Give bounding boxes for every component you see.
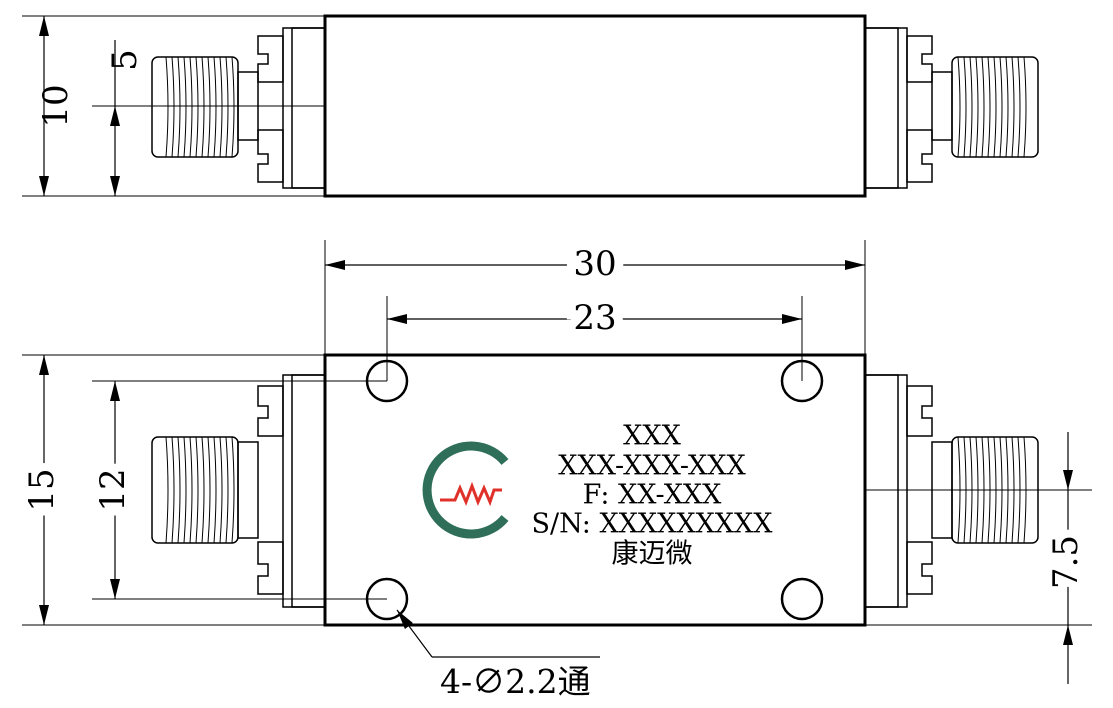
label-line-4: S/N: XXXXXXXXX (532, 509, 774, 540)
dim-bottom-height-label: 15 (22, 468, 62, 511)
mounting-hole (780, 577, 824, 621)
dim-overall-length-label: 30 (573, 244, 616, 284)
dim-hole-spacing-y-label: 12 (93, 468, 133, 511)
hole-note: 4-∅2.2通 (440, 662, 591, 701)
label-line-2: XXX-XXX-XXX (558, 451, 746, 482)
cmw-logo-icon (422, 441, 509, 539)
top-left-connector (151, 27, 326, 189)
bottom-left-thread (165, 436, 235, 544)
dim-hole-spacing-x-label: 23 (573, 298, 616, 338)
dim-connector-offset-label: 7.5 (1046, 535, 1086, 589)
hole-note-leader (396, 609, 433, 658)
dim-top-half-label: 5 (105, 49, 145, 71)
label-line-3: F: XX-XXX (583, 480, 723, 511)
top-right-connector (864, 27, 1039, 189)
bottom-right-connector (864, 374, 1039, 608)
dim-top-height-label: 10 (36, 84, 76, 127)
label-line-5: 康迈微 (612, 539, 693, 570)
bottom-view (22, 240, 1092, 684)
top-left-thread (165, 56, 235, 158)
top-right-thread (957, 56, 1027, 158)
top-body (323, 14, 867, 198)
top-view (22, 14, 1039, 198)
bottom-left-connector (151, 374, 326, 608)
label-line-1: XXX (623, 421, 681, 452)
